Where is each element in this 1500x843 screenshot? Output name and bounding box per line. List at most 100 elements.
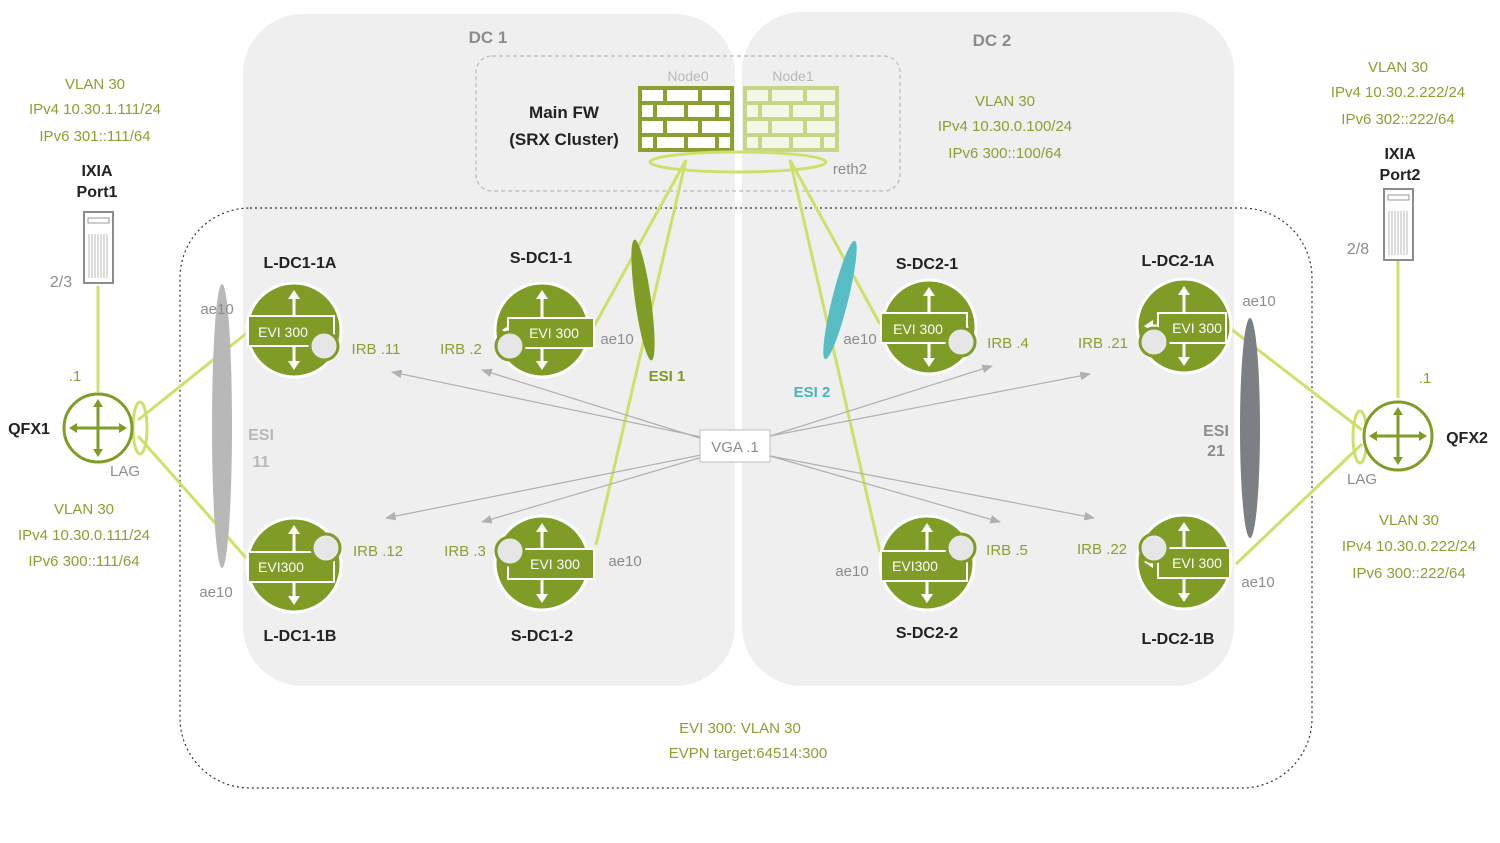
l-dc2-1b-name: L-DC2-1B <box>1142 631 1215 648</box>
ixia1-server-icon <box>83 211 114 284</box>
esi11-label-2: 11 <box>253 454 270 471</box>
s-dc1-1-name: S-DC1-1 <box>510 250 572 267</box>
l-dc1-1a-name: L-DC1-1A <box>264 255 337 272</box>
esi2-ellipse <box>823 240 857 360</box>
esi11-ellipse <box>212 284 232 568</box>
vga-arrows <box>384 364 1096 524</box>
qfx1-lag-ellipse <box>131 400 149 456</box>
s-dc2-2-ae: ae10 <box>835 563 868 580</box>
dc1-area <box>243 14 735 686</box>
qfx1-vlan: VLAN 30 <box>54 501 114 518</box>
firewall-node0-icon <box>638 86 734 152</box>
qfx2-name: QFX2 <box>1446 430 1488 447</box>
firewall-title-2: (SRX Cluster) <box>509 130 619 149</box>
s-dc1-1-ae: ae10 <box>600 331 633 348</box>
qfx2-lag: LAG <box>1347 471 1377 488</box>
s-dc1-2-router-icon <box>493 514 595 612</box>
ixia1-label-2: Port1 <box>77 184 118 201</box>
s-dc2-1-router-icon <box>880 278 978 376</box>
qfx2-ipv4: IPv4 10.30.0.222/24 <box>1342 538 1476 555</box>
l-dc2-1a-router-icon <box>1135 277 1233 375</box>
ixia1-ipv4: IPv4 10.30.1.111/24 <box>29 101 161 118</box>
footer-line-2: EVPN target:64514:300 <box>669 745 827 762</box>
l-dc2-1a-ae: ae10 <box>1242 293 1275 310</box>
qfx2-router-icon <box>1362 400 1434 472</box>
firewall-cluster-box <box>475 55 901 192</box>
ixia1-port: 2/3 <box>50 274 72 291</box>
node1-label: Node1 <box>772 68 813 84</box>
s-dc2-1-irb: IRB .4 <box>987 335 1029 352</box>
s-dc1-2-evi: EVI 300 <box>530 556 580 572</box>
ixia2-addr: .1 <box>1419 370 1432 387</box>
ixia2-label-1: IXIA <box>1384 146 1416 163</box>
firewall-title-1: Main FW <box>529 103 600 122</box>
l-dc2-1b-router-icon <box>1135 513 1233 611</box>
l-dc1-1b-irb: IRB .12 <box>353 543 403 560</box>
s-dc1-1-evi: EVI 300 <box>529 325 579 341</box>
l-dc1-1a-router-icon <box>245 281 343 379</box>
s-dc1-2-ae: ae10 <box>608 553 641 570</box>
ixia2-ipv4: IPv4 10.30.2.222/24 <box>1331 84 1465 101</box>
l-dc2-1b-irb: IRB .22 <box>1077 541 1127 558</box>
dc2-ipv4: IPv4 10.30.0.100/24 <box>938 118 1072 135</box>
dc1-title: DC 1 <box>469 28 508 47</box>
qfx1-ipv6: IPv6 300::111/64 <box>28 553 139 570</box>
s-dc2-2-evi: EVI300 <box>892 558 938 574</box>
reth2-label: reth2 <box>833 161 867 178</box>
vga-label: VGA .1 <box>711 439 759 456</box>
node0-label: Node0 <box>667 68 708 84</box>
l-dc2-1a-name: L-DC2-1A <box>1142 253 1215 270</box>
l-dc1-1b-name: L-DC1-1B <box>264 628 337 645</box>
qfx2-vlan: VLAN 30 <box>1379 512 1439 529</box>
s-dc2-1-ae: ae10 <box>843 331 876 348</box>
qfx2-ipv6: IPv6 300::222/64 <box>1352 565 1465 582</box>
esi21-ellipse <box>1240 318 1260 538</box>
l-dc2-1b-ae: ae10 <box>1241 574 1274 591</box>
l-dc1-1b-router-icon <box>245 516 343 614</box>
esi1-ellipse <box>631 239 655 361</box>
s-dc1-1-irb: IRB .2 <box>440 341 482 358</box>
l-dc1-1a-evi: EVI 300 <box>258 324 308 340</box>
esi21-label-2: 21 <box>1207 443 1225 460</box>
esi2-label: ESI 2 <box>794 384 831 401</box>
vga-box <box>699 429 771 463</box>
qfx1-router-icon <box>62 392 134 464</box>
l-dc1-1b-evi: EVI300 <box>258 559 304 575</box>
ixia2-label-2: Port2 <box>1380 167 1421 184</box>
qfx1-lag: LAG <box>110 463 140 480</box>
ixia1-label-1: IXIA <box>81 163 113 180</box>
l-dc1-1a-irb: IRB .11 <box>352 341 401 358</box>
firewall-node1-icon <box>743 86 839 152</box>
dc2-area <box>742 12 1234 686</box>
dc2-vlan: VLAN 30 <box>975 93 1035 110</box>
ixia2-server-icon <box>1383 188 1414 261</box>
evpn-domain-boundary <box>179 207 1313 789</box>
reth2-lag-ellipse <box>648 150 828 174</box>
l-dc1-1b-ae: ae10 <box>199 584 232 601</box>
s-dc1-2-irb: IRB .3 <box>444 543 486 560</box>
s-dc2-1-name: S-DC2-1 <box>896 256 958 273</box>
s-dc2-2-irb: IRB .5 <box>986 542 1028 559</box>
s-dc1-1-router-icon <box>493 281 595 379</box>
ixia1-ipv6: IPv6 301::111/64 <box>39 128 150 145</box>
ixia2-ipv6: IPv6 302::222/64 <box>1341 111 1454 128</box>
esi1-label: ESI 1 <box>649 368 686 385</box>
qfx1-name: QFX1 <box>8 421 50 438</box>
s-dc2-2-router-icon <box>878 514 977 612</box>
ixia2-vlan: VLAN 30 <box>1368 59 1428 76</box>
s-dc2-1-evi: EVI 300 <box>893 321 943 337</box>
esi21-label-1: ESI <box>1203 423 1229 440</box>
l-dc2-1b-evi: EVI 300 <box>1172 555 1222 571</box>
l-dc1-1a-ae: ae10 <box>200 301 233 318</box>
dc2-title: DC 2 <box>973 31 1012 50</box>
ixia2-port: 2/8 <box>1347 241 1369 258</box>
esi11-label-1: ESI <box>248 427 274 444</box>
ixia1-vlan: VLAN 30 <box>65 76 125 93</box>
dc2-ipv6: IPv6 300::100/64 <box>948 145 1061 162</box>
l-dc2-1a-evi: EVI 300 <box>1172 320 1222 336</box>
l-dc2-1a-irb: IRB .21 <box>1078 335 1128 352</box>
s-dc1-2-name: S-DC1-2 <box>511 628 573 645</box>
footer-line-1: EVI 300: VLAN 30 <box>679 720 801 737</box>
ixia1-addr: .1 <box>69 368 82 385</box>
